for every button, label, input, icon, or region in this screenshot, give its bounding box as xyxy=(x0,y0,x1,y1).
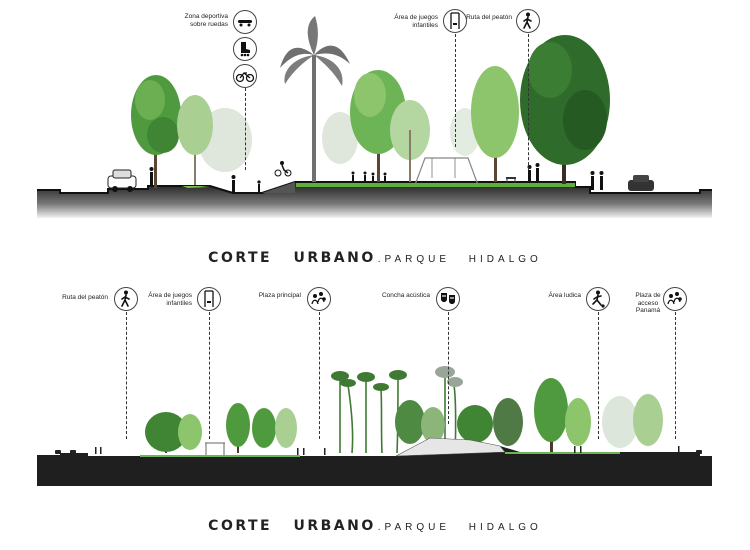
bicycle-icon xyxy=(233,64,257,88)
section-1-trees xyxy=(131,16,610,188)
section-2-ground xyxy=(37,437,712,486)
swing-icon xyxy=(197,287,221,311)
section-1-structures xyxy=(107,157,654,193)
section-1-people xyxy=(149,161,604,192)
leader-line xyxy=(319,312,320,439)
section-1-ground xyxy=(37,181,712,218)
callout-label: Ruta del peatón xyxy=(466,14,512,21)
callout-label: Área ludica xyxy=(548,292,581,299)
leader-line xyxy=(598,312,599,439)
skateboard-icon xyxy=(233,10,257,34)
swing-icon xyxy=(443,9,467,33)
crowd-icon xyxy=(307,287,331,311)
callout-label: Plaza principal xyxy=(258,292,301,299)
callout-label: Ruta del peatón xyxy=(62,294,108,301)
section-2-title: CORTE URBANO.PARQUE HIDALGO xyxy=(0,517,750,535)
section-2-trees xyxy=(145,366,663,454)
title-sub: .PARQUE HIDALGO xyxy=(377,254,542,265)
pedestrian-icon xyxy=(114,287,138,311)
crowd-icon xyxy=(663,287,687,311)
callout-label: Plaza de acceso Panamá xyxy=(635,292,661,314)
callout-label: Área de juegos infantiles xyxy=(394,14,438,29)
leader-line xyxy=(126,312,127,439)
callout-label: Área de juegos infantiles xyxy=(148,292,192,307)
leader-line xyxy=(528,34,529,170)
rollerblade-icon xyxy=(233,37,257,61)
leader-line xyxy=(245,88,246,170)
leader-line xyxy=(209,312,210,439)
leader-line xyxy=(675,312,676,439)
soccer-player-icon xyxy=(586,287,610,311)
theater-masks-icon xyxy=(436,287,460,311)
title-main: CORTE URBANO xyxy=(208,518,376,534)
section-1-title: CORTE URBANO.PARQUE HIDALGO xyxy=(0,249,750,267)
callout-label: Zona deportiva sobre ruedas xyxy=(184,13,228,28)
title-main: CORTE URBANO xyxy=(208,250,376,266)
title-sub: .PARQUE HIDALGO xyxy=(377,522,542,533)
pedestrian-icon xyxy=(516,9,540,33)
leader-line xyxy=(455,34,456,147)
section-2-people xyxy=(55,446,702,455)
callout-label: Concha acústica xyxy=(381,292,430,299)
leader-line xyxy=(448,312,449,424)
